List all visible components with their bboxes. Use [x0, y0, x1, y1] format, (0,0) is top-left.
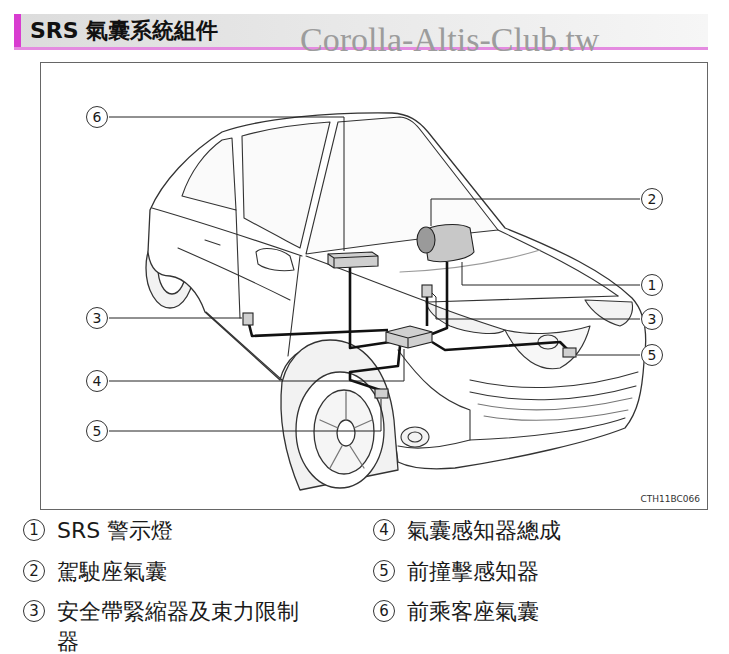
- legend-number: 6: [373, 600, 395, 622]
- section-title: SRS 氣囊系統組件: [30, 17, 218, 45]
- legend-number: 4: [373, 519, 395, 541]
- legend-text: 氣囊感知器總成: [407, 516, 561, 546]
- figure-code: CTH11BC066: [641, 494, 700, 505]
- legend-text: SRS 警示燈: [57, 516, 173, 546]
- callout-number: 5: [86, 420, 108, 442]
- legend-number: 1: [23, 519, 45, 541]
- callout-number: 4: [86, 370, 108, 392]
- legend-number: 5: [373, 560, 395, 582]
- watermark: Corolla-Altis-Club.tw: [300, 20, 599, 60]
- callout-number: 3: [86, 307, 108, 329]
- legend-text: 前乘客座氣囊: [407, 597, 539, 627]
- legend-text: 前撞擊感知器: [407, 557, 539, 587]
- callout-number: 2: [641, 188, 663, 210]
- callout-number: 1: [641, 274, 663, 296]
- legend-number: 2: [23, 560, 45, 582]
- callout-number: 3: [641, 308, 663, 330]
- legend-text: 駕駛座氣囊: [57, 557, 167, 587]
- legend-number: 3: [23, 600, 45, 622]
- callout-number: 5: [641, 344, 663, 366]
- legend-text: 安全帶緊縮器及束力限制器: [57, 597, 313, 654]
- callout-number: 6: [86, 106, 108, 128]
